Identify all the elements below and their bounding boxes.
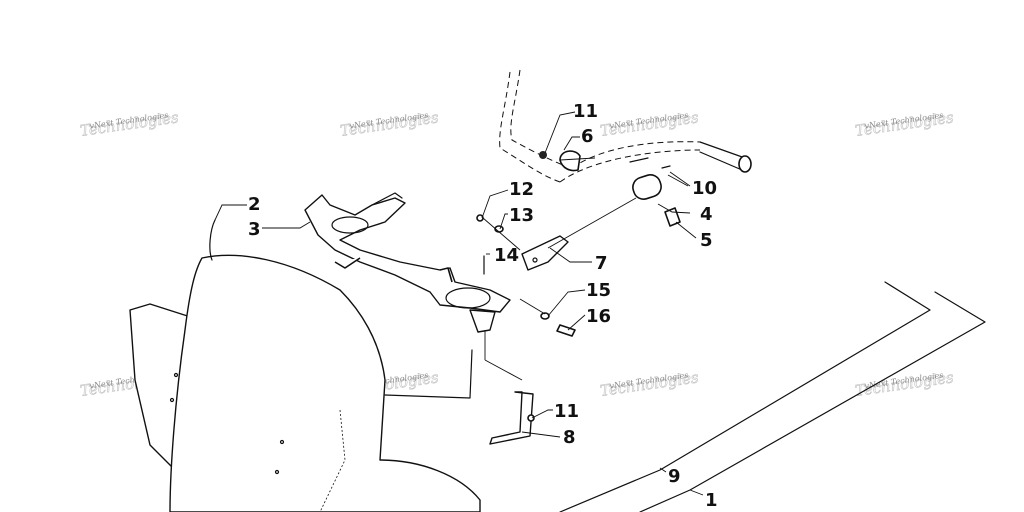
part-3-bracket [304,192,511,333]
callout-2: 2 [248,194,261,215]
callout-11-top: 11 [573,101,598,122]
watermark: Technologies vNext Technologies [854,368,956,400]
leader-lines [214,111,704,496]
watermark: Technologies vNext Technologies [599,368,701,400]
watermark: Technologies vNext Technologies [339,108,441,140]
callout-labels: 11 6 10 4 5 12 13 14 7 15 16 2 3 11 8 9 … [248,101,718,511]
callout-6: 6 [581,126,594,147]
part-4-switch [629,157,691,227]
callout-14: 14 [494,245,519,266]
callout-16: 16 [586,306,611,327]
callout-5: 5 [700,230,713,251]
callout-12: 12 [509,179,534,200]
part-9-decal [559,281,931,512]
callout-10: 10 [692,178,717,199]
handlebar-outline [499,69,752,183]
callout-13: 13 [509,205,534,226]
callout-15: 15 [586,280,611,301]
watermark: Technologies vNext Technologies [599,108,701,140]
part-2-windshield [129,219,481,512]
watermark: Technologies vNext Technologies [79,108,181,140]
callout-8: 8 [563,427,576,448]
part-8-bracket [484,330,535,445]
callout-3: 3 [248,219,261,240]
callout-7: 7 [595,253,608,274]
callout-4: 4 [700,204,713,225]
watermark: Technologies vNext Technologies [854,108,956,140]
part-1-decal [639,291,986,512]
callout-9: 9 [668,466,681,487]
part-7-plate [521,197,637,271]
callout-11-bottom: 11 [554,401,579,422]
callout-1: 1 [705,490,718,511]
